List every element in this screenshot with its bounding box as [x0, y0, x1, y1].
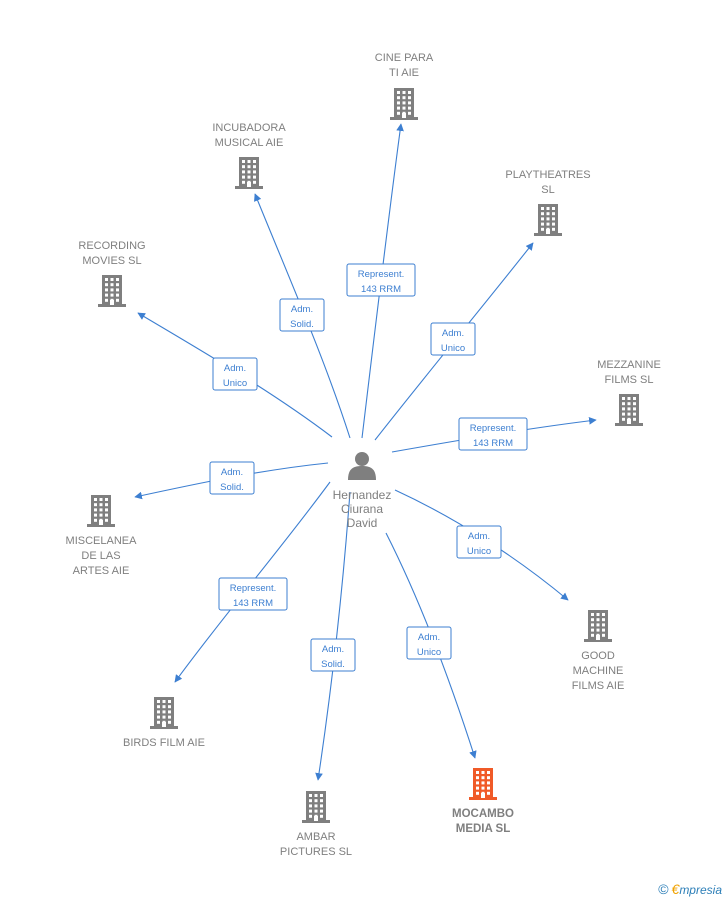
building-icon	[98, 275, 126, 307]
edge-recording[interactable]: Adm.Unico	[137, 312, 333, 438]
building-icon	[584, 610, 612, 642]
building-icon	[302, 791, 330, 823]
edge-label-text: Adm.Unico	[441, 328, 465, 354]
edge-mezzanine[interactable]: Represent.143 RRM	[391, 417, 597, 453]
edge-miscelanea[interactable]: Adm.Solid.	[134, 461, 329, 500]
edge-label-box	[456, 525, 502, 559]
edge-label-text: Represent.143 RRM	[230, 583, 276, 609]
building-icon	[469, 768, 497, 800]
brand-name: mpresia	[679, 883, 722, 897]
edge-playtheatres[interactable]: Adm.Unico	[374, 242, 534, 441]
edge-label-box	[209, 461, 255, 495]
brand-logo-letter: €	[671, 881, 680, 897]
edge-label-text: Adm.Unico	[417, 632, 441, 658]
edge-label-box	[212, 357, 258, 391]
building-icon	[534, 204, 562, 236]
edge-cine[interactable]: Represent.143 RRM	[346, 123, 416, 439]
building-icon	[150, 697, 178, 729]
edge-label-box	[430, 322, 476, 356]
edge-label-box	[458, 417, 528, 451]
edge-label-text: Represent.143 RRM	[470, 423, 516, 449]
edge-label-text: Adm.Unico	[467, 531, 491, 557]
edge-label-box	[279, 298, 325, 332]
building-icon	[615, 394, 643, 426]
edge-label-text: Represent.143 RRM	[358, 269, 404, 295]
edge-label-box	[218, 577, 288, 611]
node-label: BIRDS FILM AIE	[123, 737, 205, 749]
edge-label-box	[406, 626, 452, 660]
edge-label-text: Adm.Unico	[223, 363, 247, 389]
edges-layer: Represent.143 RRMAdm.Solid.Adm.UnicoAdm.…	[134, 123, 597, 781]
copyright-icon: ©	[658, 881, 669, 897]
building-icon	[390, 88, 418, 120]
edge-mocambo[interactable]: Adm.Unico	[385, 532, 477, 759]
building-icon	[235, 157, 263, 189]
edge-birds[interactable]: Represent.143 RRM	[174, 481, 331, 683]
edge-label-text: Adm.Solid.	[290, 304, 314, 330]
edge-line	[315, 491, 351, 781]
edge-incubadora[interactable]: Adm.Solid.	[254, 193, 351, 439]
edge-label-text: Adm.Solid.	[321, 644, 345, 670]
edge-label-box	[310, 638, 356, 672]
edge-ambar[interactable]: Adm.Solid.	[310, 491, 356, 781]
edge-label-box	[346, 263, 416, 297]
person-icon	[348, 452, 376, 480]
empresia-watermark[interactable]: ©€mpresia	[658, 881, 722, 897]
building-icon	[87, 495, 115, 527]
edge-good[interactable]: Adm.Unico	[394, 489, 569, 601]
node-birds[interactable]: BIRDS FILM AIE	[123, 697, 205, 749]
edge-label-text: Adm.Solid.	[220, 467, 244, 493]
